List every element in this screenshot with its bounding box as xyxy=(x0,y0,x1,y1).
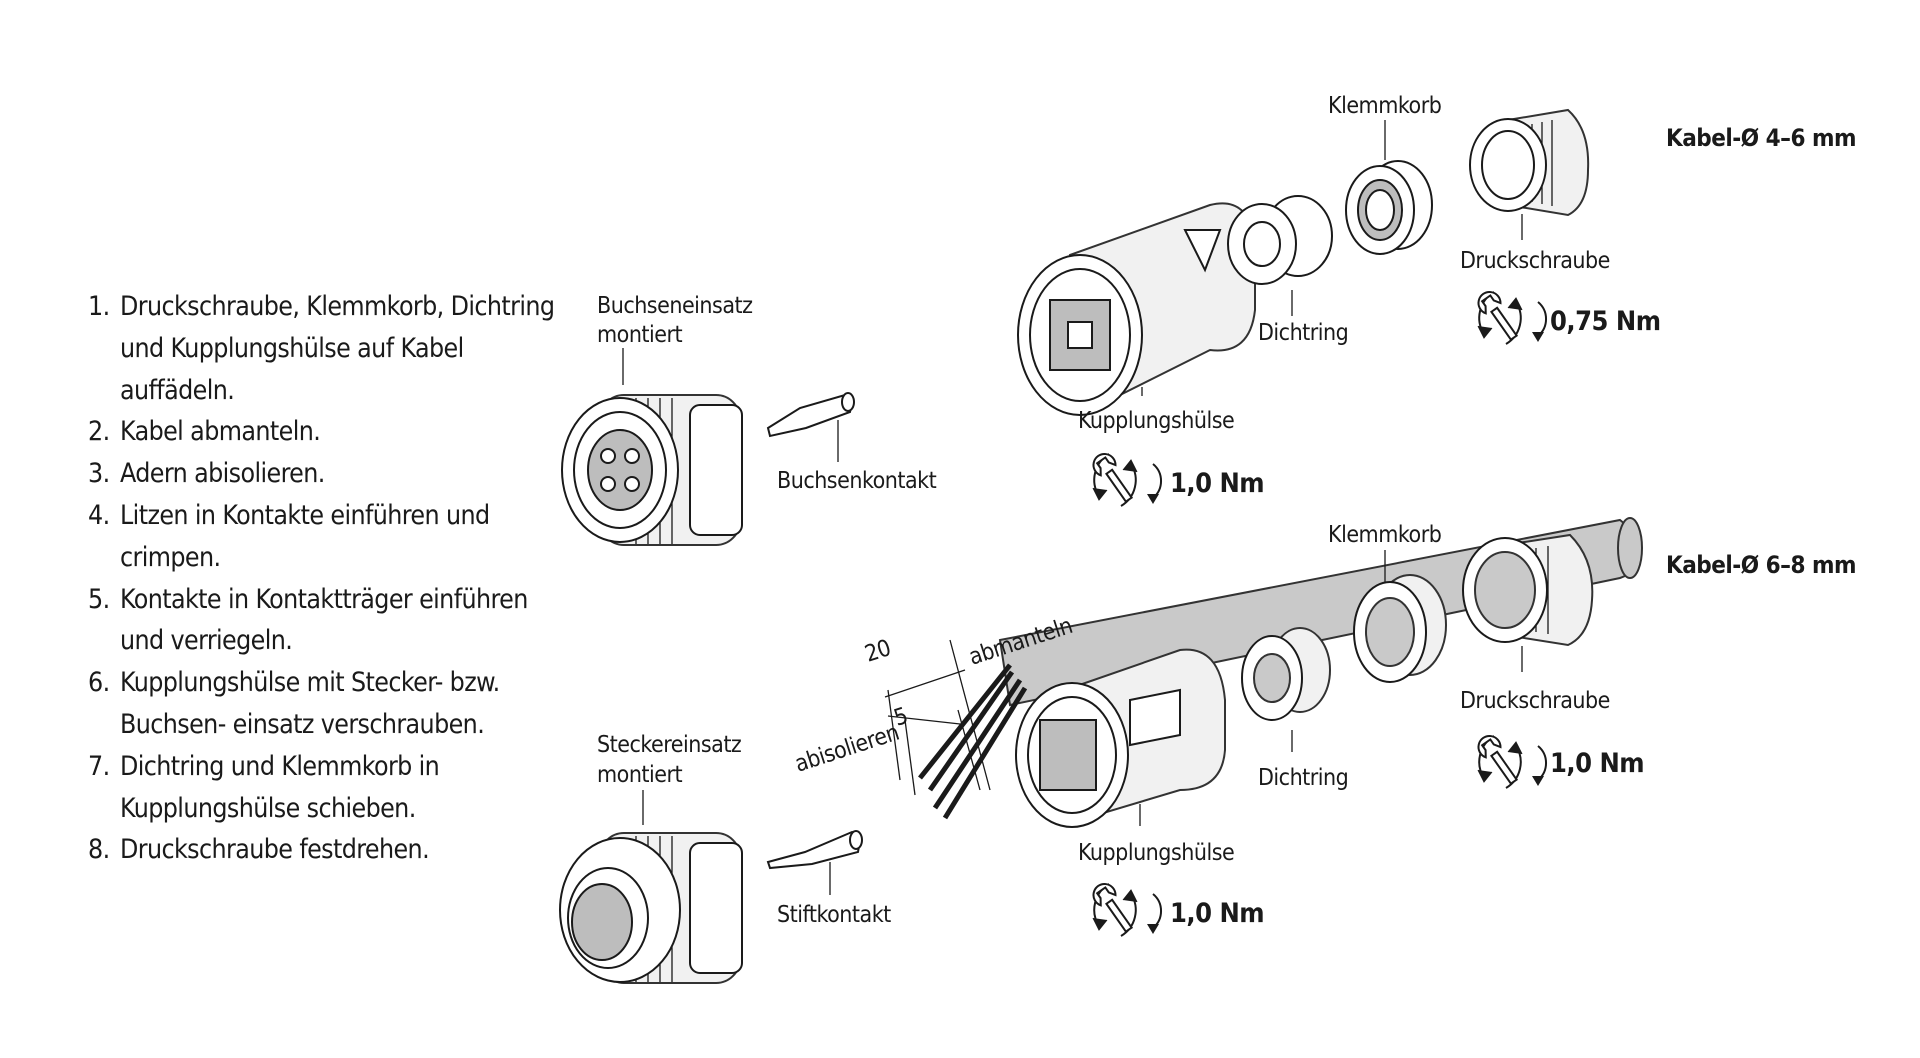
coupling-torque-top: 1,0 Nm xyxy=(1170,468,1264,499)
socket-insert-label-2: montiert xyxy=(597,322,683,348)
clamp-basket-part-bottom xyxy=(1353,574,1447,683)
coupling-sleeve-label-top: Kupplungshülse xyxy=(1078,408,1234,434)
pressure-screw-part-top xyxy=(1469,108,1590,217)
pressure-screw-label-top: Druckschraube xyxy=(1460,248,1610,274)
socket-insert-label: Buchseneinsatz xyxy=(597,293,752,319)
wire-strip-label: abisolieren xyxy=(792,720,902,778)
socket-insert-part xyxy=(561,394,743,546)
dimension-line xyxy=(887,715,961,725)
step-item: 6.Kupplungshülse mit Stecker- bzw. Buchs… xyxy=(88,667,500,740)
wrench-rotation-icon xyxy=(1473,730,1548,789)
wrench-rotation-icon xyxy=(1473,286,1548,345)
plug-insert-label-2: montiert xyxy=(597,762,683,788)
socket-contact-label: Buchsenkontakt xyxy=(777,468,937,494)
plug-insert-label: Steckereinsatz xyxy=(597,732,741,758)
pin-contact-part xyxy=(766,830,863,870)
pressure-screw-label-bottom: Druckschraube xyxy=(1460,688,1610,714)
socket-contact-part xyxy=(766,392,855,438)
wrench-rotation-icon xyxy=(1088,878,1163,937)
dimension-line xyxy=(884,669,966,698)
coupling-sleeve-part-top xyxy=(1017,202,1256,416)
pressure-screw-torque-bottom: 1,0 Nm xyxy=(1550,748,1644,779)
step-item: 7.Dichtring und Klemmkorb in Kupplungshü… xyxy=(88,750,440,824)
coupling-sleeve-label-bottom: Kupplungshülse xyxy=(1078,840,1234,866)
seal-ring-part-bottom xyxy=(1241,627,1331,721)
step-text: Kabel abmanteln. xyxy=(120,416,321,448)
pressure-screw-part-bottom xyxy=(1462,533,1594,647)
jacket-length-label: 20 xyxy=(862,635,894,668)
clamp-basket-part-top xyxy=(1345,160,1433,255)
step-item: 5.Kontakte in Kontaktträger einführen un… xyxy=(88,583,528,657)
seal-ring-label-top: Dichtring xyxy=(1258,320,1348,346)
cable-diameter-heading-bottom: Kabel-Ø 6–8 mm xyxy=(1666,551,1856,579)
pressure-screw-torque-top: 0,75 Nm xyxy=(1550,306,1661,337)
coupling-sleeve-part-bottom xyxy=(1015,648,1226,828)
step-text: Dichtring und Klemmkorb in Kupplungshüls… xyxy=(120,750,440,824)
step-item: 4.Litzen in Kontakte einführen und crimp… xyxy=(88,499,490,573)
pin-contact-label: Stiftkontakt xyxy=(777,902,891,928)
plug-insert-part xyxy=(559,832,743,984)
step-text: Druckschraube festdrehen. xyxy=(120,834,430,866)
cable-diameter-heading-top: Kabel-Ø 4–6 mm xyxy=(1666,124,1856,152)
seal-ring-part-top xyxy=(1227,195,1333,285)
step-text: Kupplungshülse mit Stecker- bzw. Buchsen… xyxy=(120,667,500,740)
stripped-wires xyxy=(887,639,1028,820)
step-text: Kontakte in Kontaktträger einführen und … xyxy=(120,583,528,657)
clamp-basket-label-top: Klemmkorb xyxy=(1328,93,1441,119)
wrench-rotation-icon xyxy=(1088,448,1163,507)
step-text: Druckschraube, Klemmkorb, Dichtring und … xyxy=(120,291,555,406)
step-item: 1.Druckschraube, Klemmkorb, Dichtring un… xyxy=(88,291,555,406)
step-text: Litzen in Kontakte einführen und crimpen… xyxy=(120,499,490,573)
step-text: Adern abisolieren. xyxy=(120,458,325,490)
step-item: 8.Druckschraube festdrehen. xyxy=(88,834,430,866)
clamp-basket-label-bottom: Klemmkorb xyxy=(1328,522,1441,548)
coupling-torque-bottom: 1,0 Nm xyxy=(1170,898,1264,929)
seal-ring-label-bottom: Dichtring xyxy=(1258,765,1348,791)
assembly-steps-list: 1.Druckschraube, Klemmkorb, Dichtring un… xyxy=(88,286,560,871)
step-item: 3.Adern abisolieren. xyxy=(88,458,325,490)
step-item: 2.Kabel abmanteln. xyxy=(88,416,321,448)
